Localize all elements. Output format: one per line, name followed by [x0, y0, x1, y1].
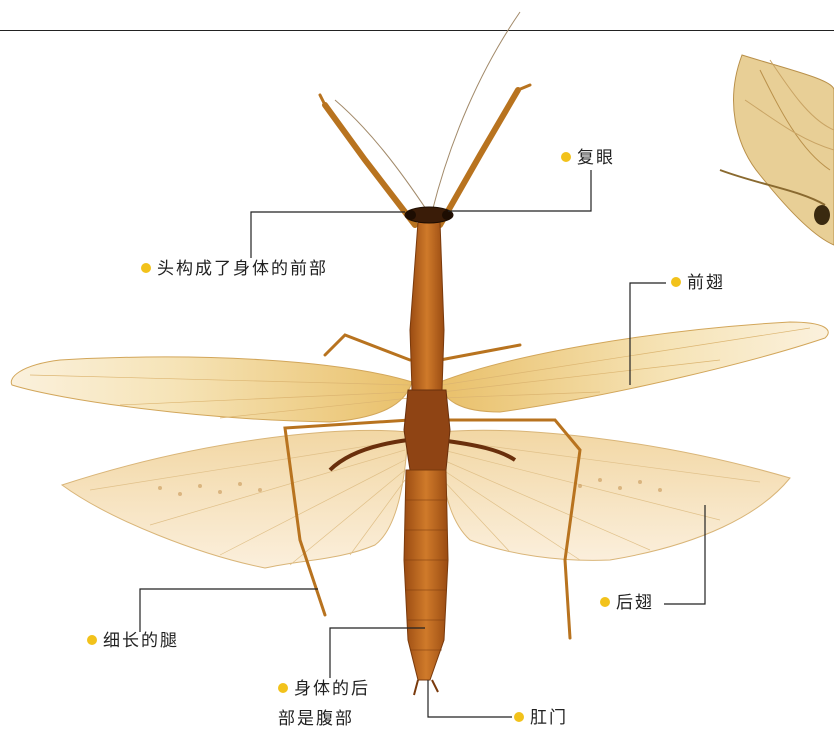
- bullet-dot: [671, 277, 681, 287]
- label-compound-eye: 复眼: [561, 145, 615, 171]
- insect-body: [404, 207, 453, 695]
- label-abdomen-line2: 部是腹部: [278, 704, 370, 734]
- label-head: 头构成了身体的前部: [141, 256, 328, 282]
- label-anus: 肛门: [514, 705, 568, 731]
- partial-insect-image: [720, 55, 834, 245]
- label-abdomen: 身体的后 部是腹部: [278, 674, 370, 734]
- label-leg: 细长的腿: [87, 628, 179, 654]
- bullet-dot: [514, 712, 524, 722]
- leader-line-head: [251, 212, 405, 258]
- bullet-dot: [600, 597, 610, 607]
- antennae: [335, 12, 520, 212]
- label-forewing: 前翅: [671, 270, 725, 296]
- label-hindwing: 后翅: [600, 590, 654, 616]
- leader-line-anus: [428, 680, 512, 717]
- bullet-dot: [141, 263, 151, 273]
- bullet-dot: [278, 683, 288, 693]
- leader-line-leg: [140, 589, 318, 632]
- bullet-dot: [561, 152, 571, 162]
- bullet-dot: [87, 635, 97, 645]
